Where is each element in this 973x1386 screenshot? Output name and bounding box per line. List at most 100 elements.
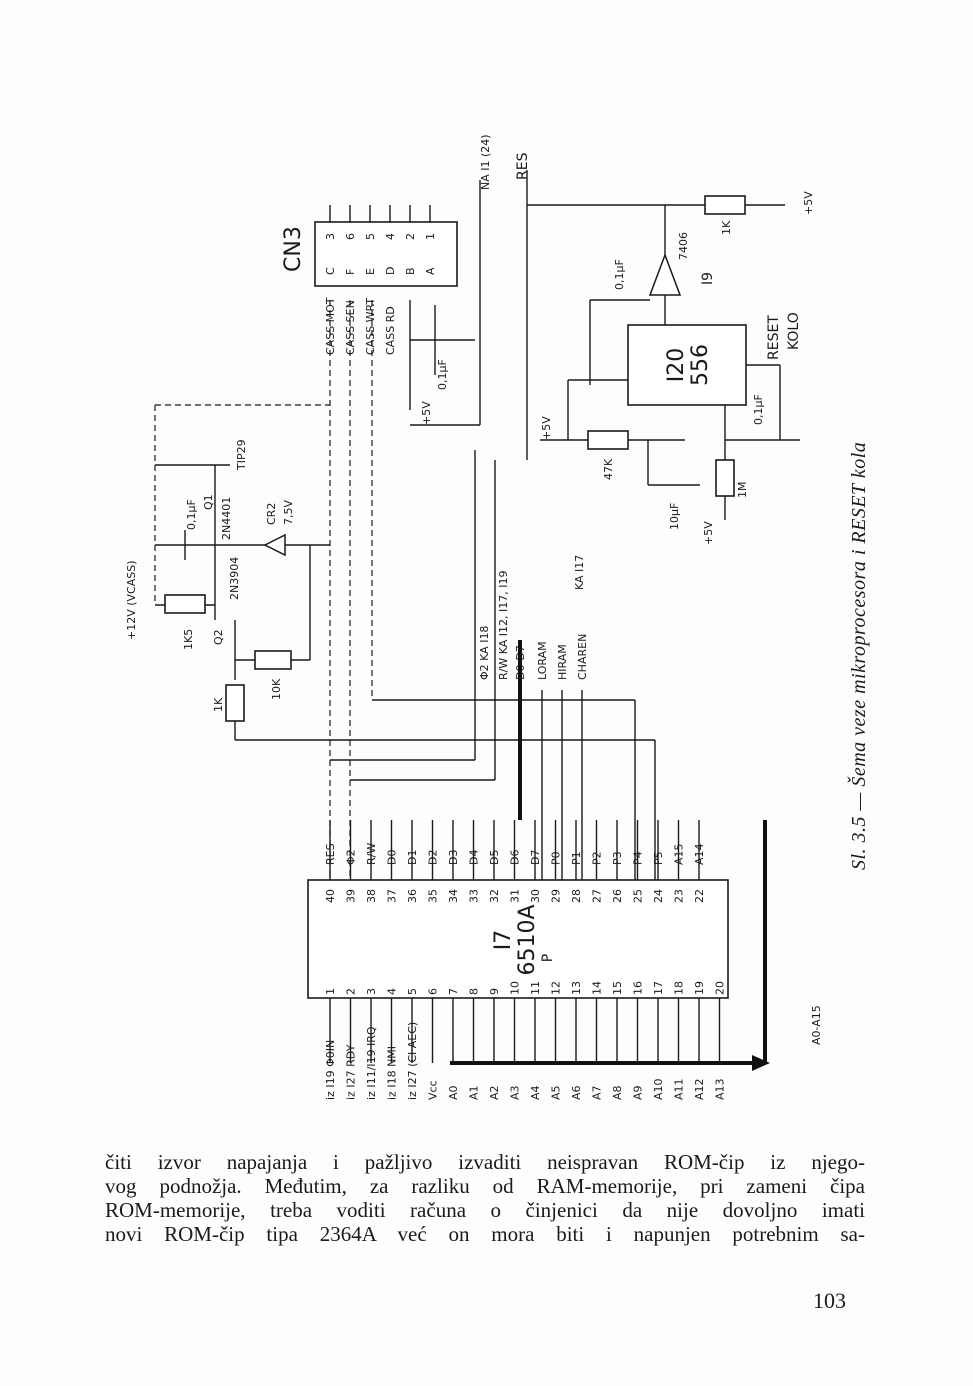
cpu-right-signal: D3	[447, 850, 460, 865]
cpu-right-pin: 27	[591, 889, 604, 903]
cpu-right-pin: 28	[570, 889, 583, 903]
body-line-4: novi ROM-čip tipa 2364A već on mora biti…	[105, 1222, 865, 1246]
reset-pullup-resistor	[704, 195, 746, 215]
ic-556	[627, 324, 747, 406]
c1-label: 0,1µF	[613, 259, 626, 290]
cpu-left-signal: iz I18 NMI	[386, 1046, 399, 1100]
cpu-left-pin: 3	[365, 988, 378, 995]
cn3-label: CN3	[281, 226, 306, 272]
cpu-left-signal: A6	[570, 1085, 583, 1100]
figure-caption: Sl. 3.5 — Šema veze mikroprocesora i RES…	[822, 360, 870, 880]
cpu-left-signal: A9	[632, 1085, 645, 1100]
resistor-1k	[225, 684, 245, 722]
cpu-right-signal: P1	[570, 851, 583, 865]
resistor-10k	[254, 650, 292, 670]
cpu-left-pin: 2	[345, 988, 358, 995]
cpu-left-signal: A0	[447, 1085, 460, 1100]
cpu-right-pin: 40	[324, 889, 337, 903]
cpu-right-signal: A15	[673, 843, 686, 865]
resistor-1k5	[164, 594, 206, 614]
reset-supply-mid: +5V	[540, 416, 553, 440]
cpu-right-pin: 26	[611, 889, 624, 903]
cpu-right-signal: D6	[509, 850, 522, 865]
cn3-pin-letter: B	[404, 267, 417, 275]
cn3-pin-letter: F	[344, 269, 357, 275]
cpu-right-signal: D5	[488, 850, 501, 865]
body-line-1: čiti izvor napajanja i pažljivo izvaditi…	[105, 1150, 865, 1174]
cpu-left-signal: Vcc	[427, 1080, 440, 1100]
cpu-left-signal: A12	[693, 1078, 706, 1100]
cpu-left-signal: A10	[652, 1078, 665, 1100]
cpu-left-pin: 15	[611, 981, 624, 995]
supply-12v: +12V (VCASS)	[125, 560, 138, 640]
zener-diode	[263, 533, 286, 557]
cpu-right-pin: 38	[365, 889, 378, 903]
cn3-pin-number: 5	[364, 233, 377, 240]
cpu-right-signal: P0	[550, 851, 563, 865]
cpu-right-pin: 31	[509, 889, 522, 903]
cpu-right-signal: R/W	[365, 843, 378, 865]
cpu-left-pin: 13	[570, 981, 583, 995]
body-line-2: vog podnožja. Međutim, za razliku od RAM…	[105, 1174, 865, 1198]
r-1k-label: 1K	[212, 697, 225, 712]
timing-resistor-47k	[587, 430, 629, 450]
cn3-top-label: NA I1 (24)	[479, 134, 492, 190]
r-10k-label: 10K	[270, 678, 283, 700]
tip-q3: TIP29	[235, 439, 248, 471]
cpu-left-pin: 8	[468, 988, 481, 995]
cpu-left-signal: A2	[488, 1085, 501, 1100]
cpu-left-pin: 20	[714, 981, 727, 995]
caption-text: Sl. 3.5 — Šema veze mikroprocesora i RES…	[848, 441, 870, 870]
cpu-right-signal: D7	[529, 850, 542, 865]
cpu-right-pin: 39	[345, 889, 358, 903]
cpu-right-pin: 24	[652, 889, 665, 903]
reset-title-2: KOLO	[786, 312, 802, 350]
cpu-left-signal: A1	[468, 1085, 481, 1100]
cn3-pin-number: 3	[324, 233, 337, 240]
cpu-left-pin: 5	[406, 988, 419, 995]
c3-label: 10µF	[668, 503, 681, 530]
q2-type: 2N3904	[228, 557, 241, 600]
inverter-label: I9	[700, 272, 716, 285]
r-1k5-label: 1K5	[182, 629, 195, 650]
cpu-right-signal: P3	[611, 851, 624, 865]
r-47k-label: 47K	[602, 458, 615, 480]
cpu-left-pin: 12	[550, 981, 563, 995]
cn3-signal: CASS SEN	[344, 300, 357, 355]
cpu-right-signal: D1	[406, 850, 419, 865]
cpu-body	[307, 879, 729, 999]
cpu-right-pin: 25	[632, 889, 645, 903]
cn3-pin-number: 1	[424, 233, 437, 240]
cpu-right-signal: P5	[652, 851, 665, 865]
cpu-right-signal: Φ2	[345, 849, 358, 865]
address-bus-arrow	[752, 1055, 770, 1071]
resistor-1m	[715, 459, 735, 497]
cpu-left-pin: 4	[386, 988, 399, 995]
cpu-left-signal: iz I27 RDY	[345, 1044, 358, 1100]
cpu-right-pin: 37	[386, 889, 399, 903]
transistor-section: +12V (VCASS) 1K5 0,1µF Q1 2N4401 TIP29 C…	[125, 404, 655, 741]
cpu-right-signal: P4	[632, 851, 645, 865]
reset-circuit: RES 1K +5V I9 7406 I20 556 RESET KOLO 0,…	[515, 152, 815, 545]
body-paragraph: čiti izvor napajanja i pažljivo izvaditi…	[105, 1150, 865, 1246]
cn3-pin-number: 6	[344, 233, 357, 240]
zener-label: CR2	[265, 503, 278, 525]
c2-label: 0,1µF	[752, 394, 765, 425]
cn3-pin-letter: D	[384, 267, 397, 275]
cn3-pin-letter: C	[324, 267, 337, 275]
cn3-pin-number: 4	[384, 233, 397, 240]
cpu-left-pin: 19	[693, 981, 706, 995]
cpu-left-signal: iz I19 Φ0IN	[324, 1040, 337, 1100]
cpu-left-signal: A5	[550, 1085, 563, 1100]
cn3-signal: CASS RD	[384, 306, 397, 355]
cpu-left-signal: A7	[591, 1085, 604, 1100]
cpu-right-signal: A14	[693, 843, 706, 865]
cpu-left-signal: A8	[611, 1085, 624, 1100]
cpu-left-signal: iz I27 (CI AEC)	[406, 1022, 419, 1100]
cpu-left-pin: 17	[652, 981, 665, 995]
cpu-left-pin: 9	[488, 988, 501, 995]
cn3-pin-number: 2	[404, 233, 417, 240]
cpu-right-pin: 35	[427, 889, 440, 903]
address-bus-label: A0-A15	[810, 1005, 823, 1045]
